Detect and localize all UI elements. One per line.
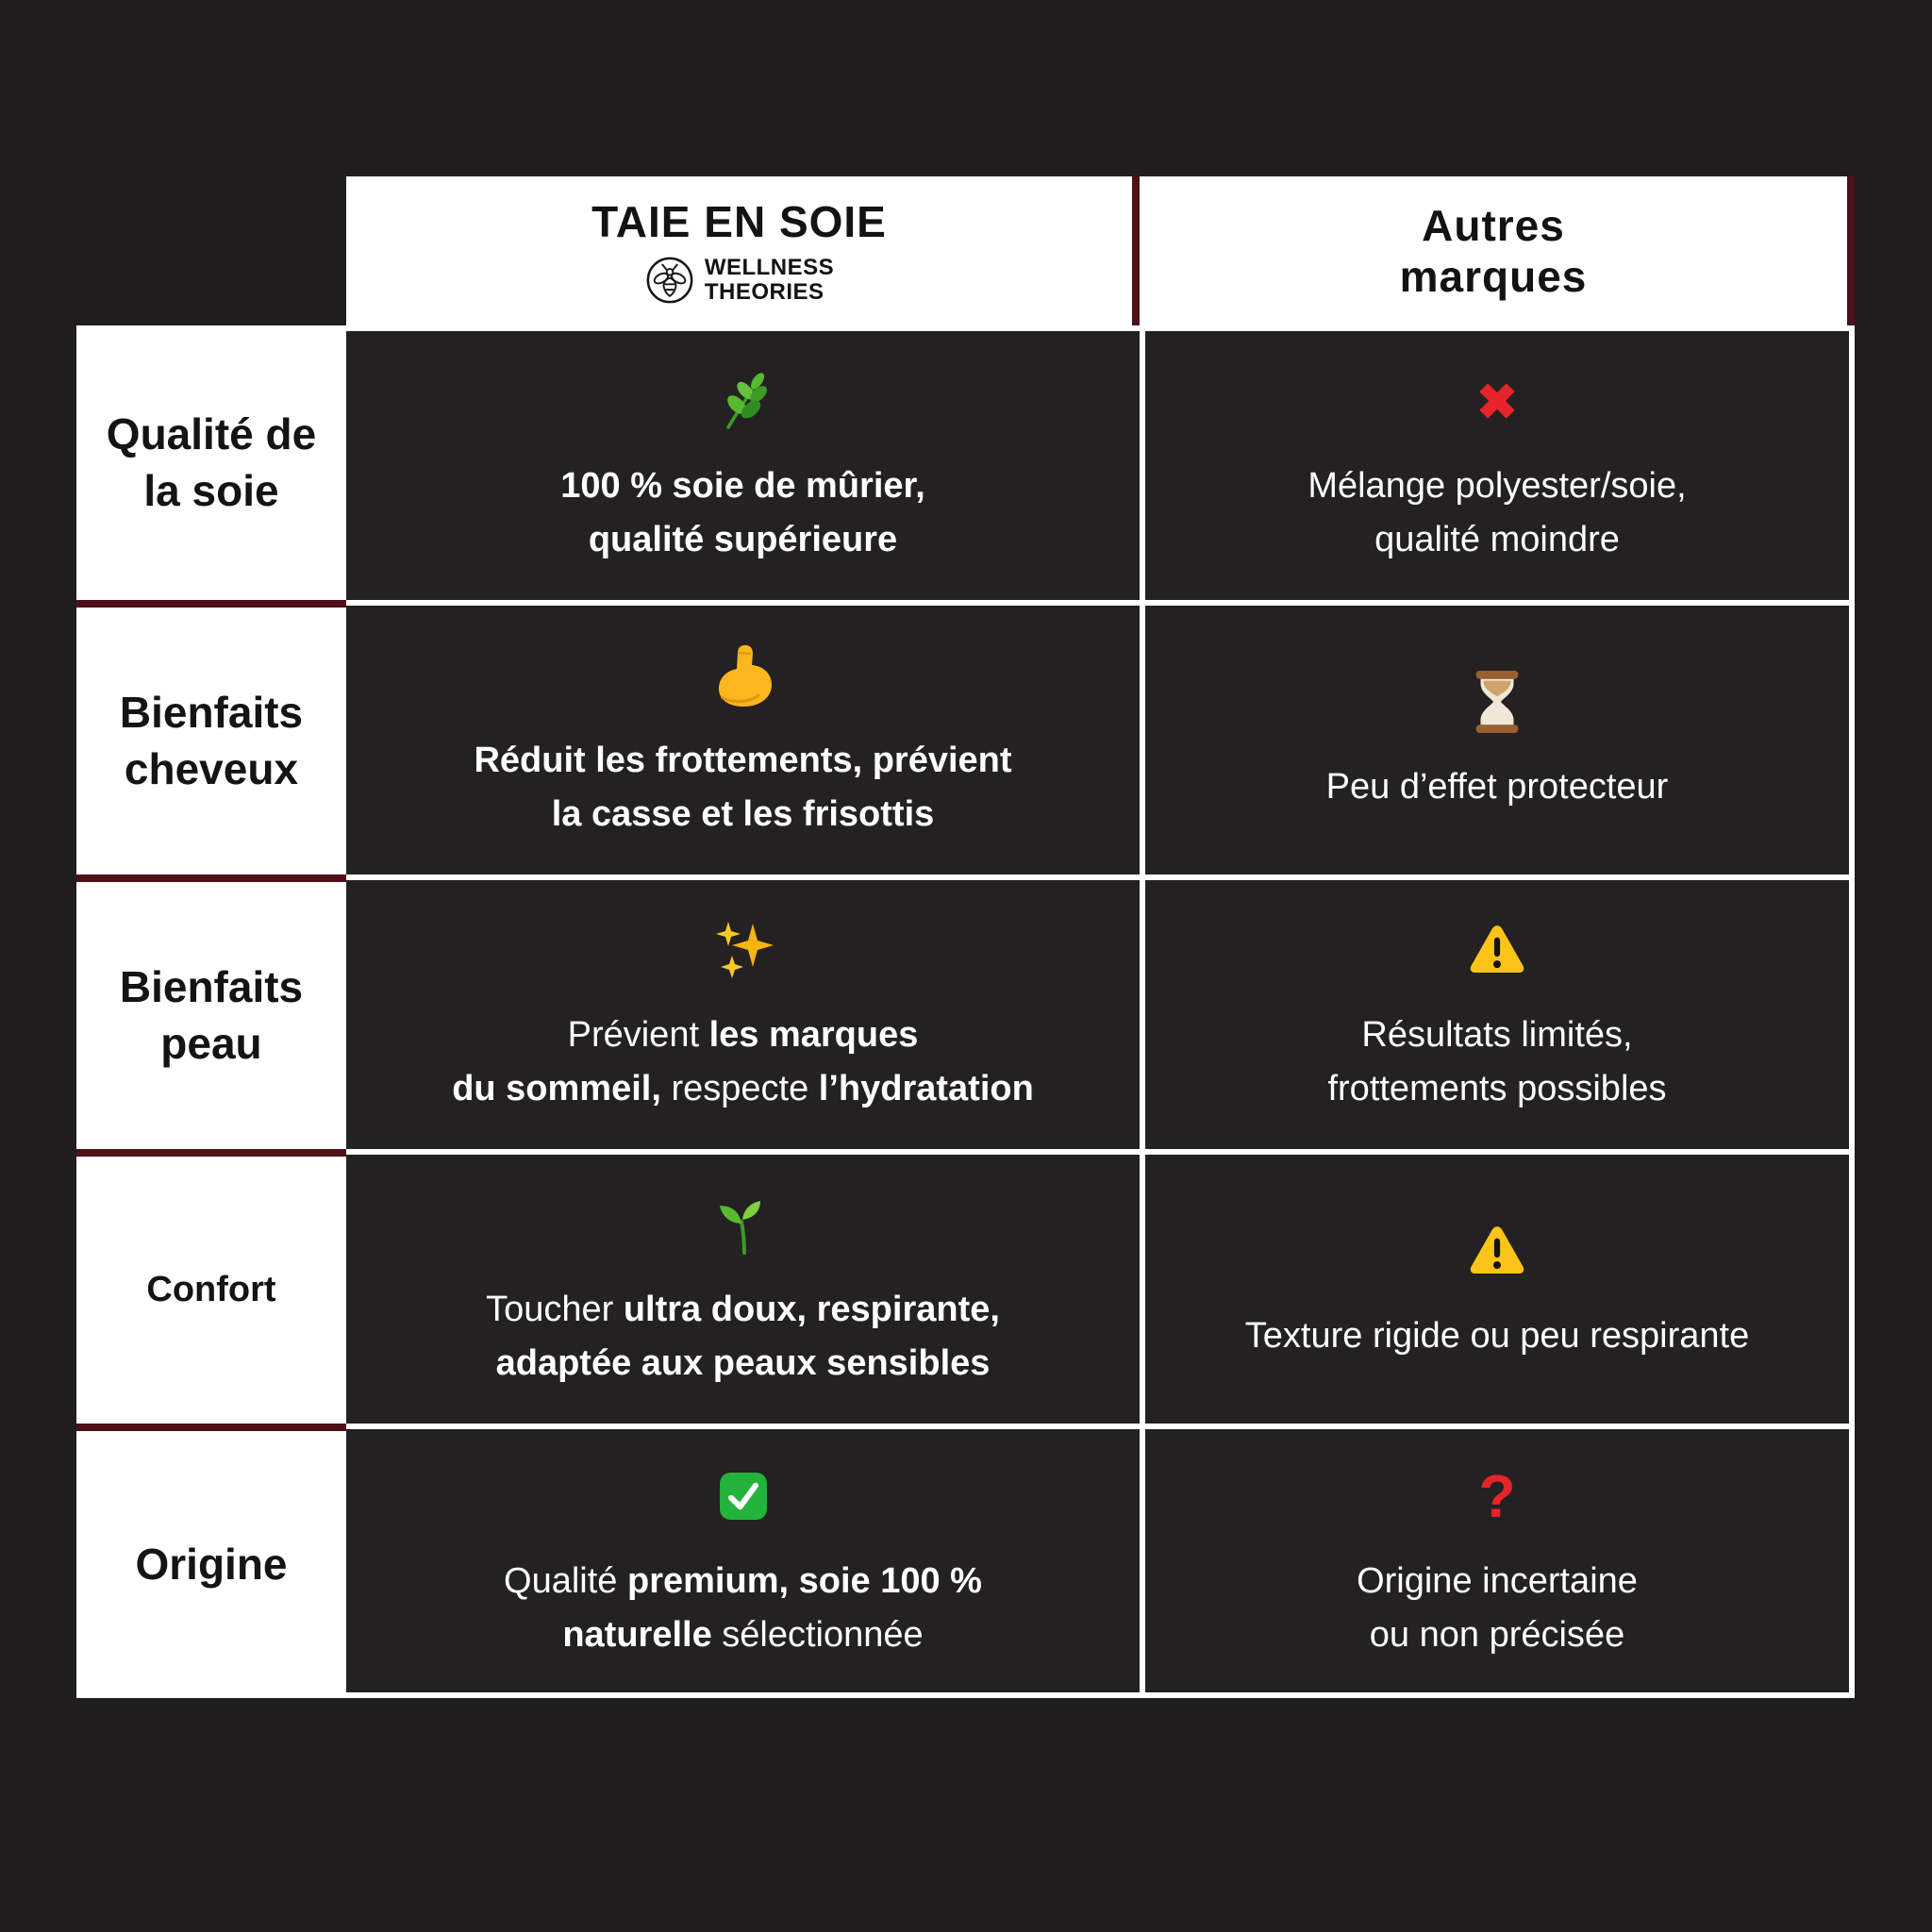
row-label-origin: Origine — [76, 1424, 346, 1698]
competitor-text: Texture rigide ou peu respirante — [1244, 1316, 1750, 1356]
competitor-cell-skin-benefits: Résultats limités, frottements possibles — [1140, 874, 1855, 1149]
product-text: 100 % soie de mûrier, qualité supérieure — [560, 465, 925, 559]
competitor-cell-origin: ? Origine incertaine ou non précisée — [1140, 1424, 1855, 1698]
question-mark-icon: ? — [1478, 1461, 1516, 1530]
warning-icon — [1465, 914, 1529, 986]
row-label-comfort: Confort — [76, 1149, 346, 1424]
seedling-icon — [709, 1189, 777, 1260]
flexed-biceps-icon — [709, 640, 777, 711]
row-label-hair-benefits: Bienfaits cheveux — [76, 600, 346, 874]
herb-icon — [709, 365, 777, 437]
competitor-title: Autres marques — [1399, 200, 1588, 301]
product-text: Prévient les marques du sommeil, respect… — [452, 1014, 1034, 1108]
row-label-silk-quality: Qualité de la soie — [76, 325, 346, 600]
hourglass-icon — [1471, 666, 1524, 738]
empty-corner — [76, 176, 346, 325]
check-mark-icon — [714, 1460, 773, 1532]
competitor-cell-hair-benefits: Peu d’effet protecteur — [1140, 600, 1855, 874]
sparkles-icon — [709, 914, 777, 986]
competitor-text: Peu d’effet protecteur — [1325, 767, 1669, 807]
row-label-skin-benefits: Bienfaits peau — [76, 874, 346, 1149]
competitor-cell-silk-quality: Mélange polyester/soie, qualité moindre — [1140, 325, 1855, 600]
cross-mark-icon — [1467, 365, 1527, 437]
product-cell-origin: Qualité premium, soie 100 % naturelle sé… — [346, 1424, 1140, 1698]
brand-name: WELLNESS THEORIES — [704, 254, 835, 306]
product-cell-silk-quality: 100 % soie de mûrier, qualité supérieure — [346, 325, 1140, 600]
bee-logo-icon — [646, 257, 693, 304]
competitor-text: Mélange polyester/soie, qualité moindre — [1307, 465, 1687, 559]
product-title: TAIE EN SOIE — [591, 196, 887, 246]
product-cell-hair-benefits: Réduit les frottements, prévient la cass… — [346, 600, 1140, 874]
competitor-text: Résultats limités, frottements possibles — [1327, 1014, 1667, 1108]
competitor-cell-comfort: Texture rigide ou peu respirante — [1140, 1149, 1855, 1424]
competitor-text: Origine incertaine ou non précisée — [1357, 1560, 1638, 1655]
product-text: Qualité premium, soie 100 % naturelle sé… — [504, 1560, 982, 1655]
comparison-table: TAIE EN SOIE WELLNESS THEORIES Autres ma… — [76, 176, 1855, 1698]
brand-logo-block: WELLNESS THEORIES — [644, 255, 834, 306]
product-cell-comfort: Toucher ultra doux, respirante, adaptée … — [346, 1149, 1140, 1424]
product-text: Toucher ultra doux, respirante, adaptée … — [486, 1289, 1000, 1383]
competitor-header-cell: Autres marques — [1140, 176, 1855, 325]
product-header-cell: TAIE EN SOIE WELLNESS THEORIES — [346, 176, 1140, 325]
warning-icon — [1465, 1215, 1529, 1287]
product-cell-skin-benefits: Prévient les marques du sommeil, respect… — [346, 874, 1140, 1149]
product-text: Réduit les frottements, prévient la cass… — [474, 740, 1012, 834]
